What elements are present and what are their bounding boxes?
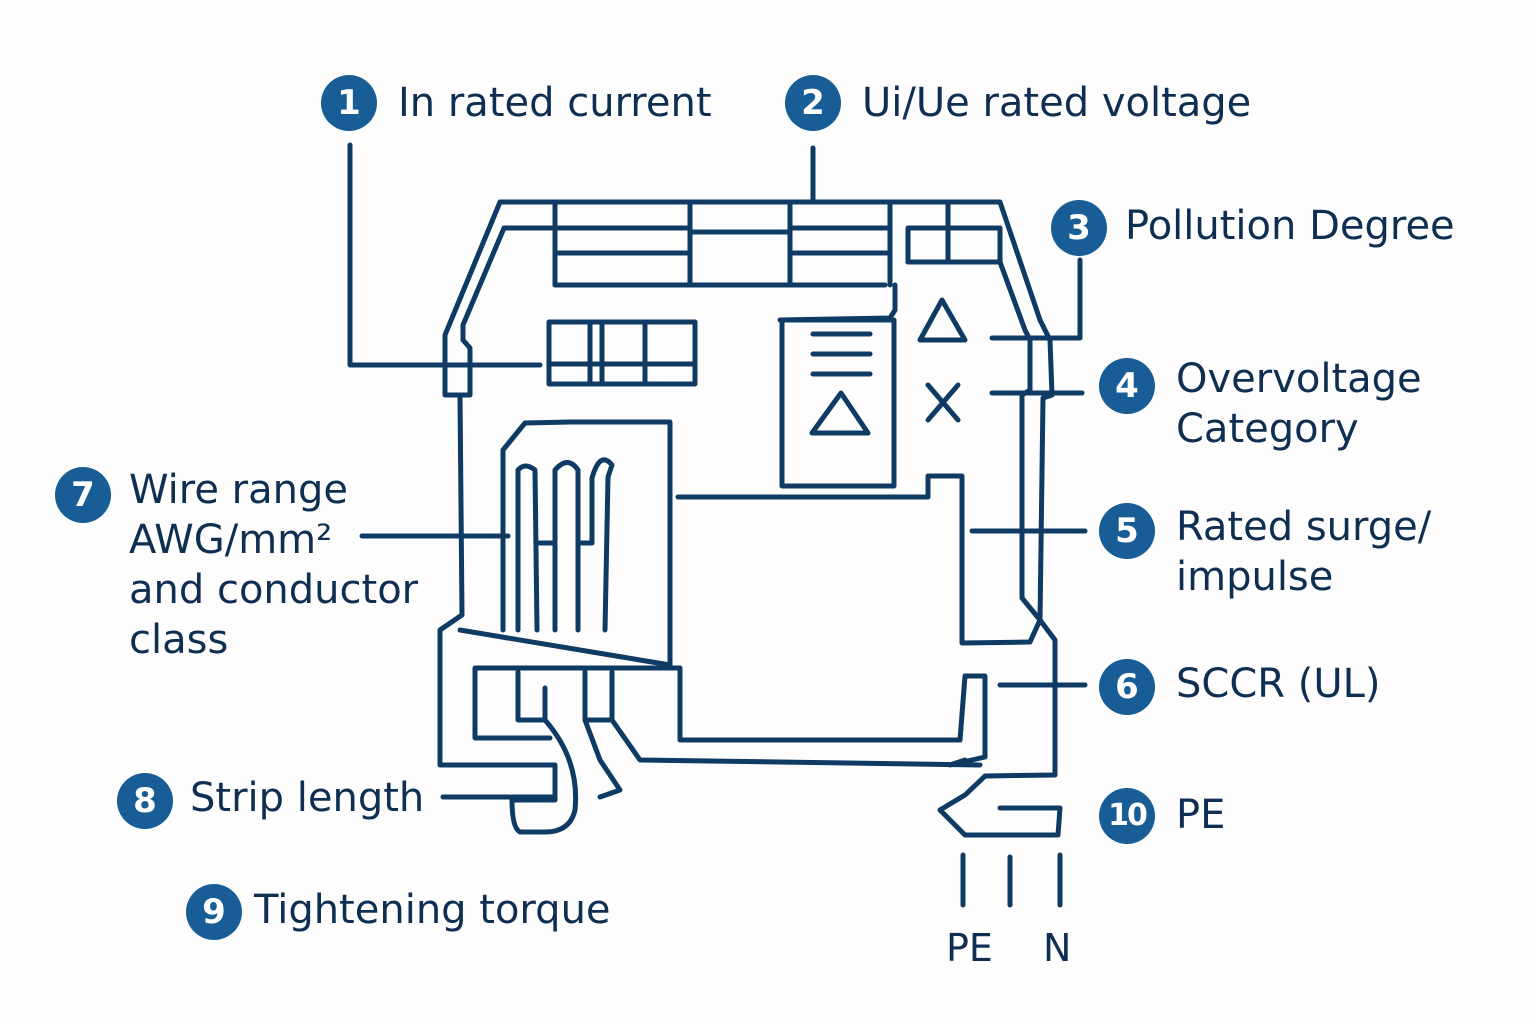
callout-label-rated-surge: Rated surge/ impulse — [1176, 504, 1432, 600]
leader-3 — [989, 257, 1083, 341]
callout-label-strip-length: Strip length — [190, 775, 425, 821]
clamp-body — [457, 419, 673, 668]
top-window-pd — [905, 199, 1003, 265]
housing-outline — [497, 199, 1063, 838]
callout-badge-4: 4 — [1099, 358, 1155, 414]
callout-label-wire-range: Wire range AWG/mm² and conductor class — [129, 467, 419, 663]
callout-badge-7: 7 — [55, 467, 111, 523]
triangle-symbol-pd — [917, 297, 968, 343]
triangle-symbol — [809, 390, 871, 436]
terminal-label-pe: PE — [946, 926, 993, 970]
x-symbol — [925, 382, 961, 423]
callout-badge-6: 6 — [1099, 659, 1155, 715]
callout-label-pe: PE — [1176, 792, 1226, 838]
screw-leg — [509, 669, 579, 835]
callout-badge-5: 5 — [1099, 503, 1155, 559]
callout-badge-10: 10 — [1099, 788, 1155, 844]
callout-label-sccr: SCCR (UL) — [1176, 661, 1381, 707]
callout-badge-2: 2 — [785, 75, 841, 131]
clamp-springs — [515, 457, 615, 633]
housing-inner-left — [457, 225, 558, 398]
rated-current-grid — [546, 319, 698, 387]
leader-1 — [347, 142, 543, 368]
callout-badge-1: 1 — [321, 75, 377, 131]
callout-label-rated-current: In rated current — [398, 80, 712, 126]
three-line-symbol — [810, 331, 873, 377]
callout-label-pollution-degree: Pollution Degree — [1125, 203, 1455, 249]
callout-badge-3: 3 — [1051, 200, 1107, 256]
callout-label-overvoltage-category: Overvoltage Category — [1176, 356, 1422, 452]
callout-label-tightening-torque: Tightening torque — [254, 887, 611, 933]
terminal-label-n: N — [1043, 926, 1072, 970]
callout-badge-8: 8 — [117, 773, 173, 829]
label-plate — [779, 317, 897, 489]
callout-label-rated-voltage: Ui/Ue rated voltage — [862, 80, 1252, 126]
top-window-1 — [552, 199, 898, 323]
lower-channel — [472, 665, 988, 768]
screw-leg-right — [582, 669, 983, 800]
housing-inner-right — [675, 259, 1043, 646]
callout-badge-9: 9 — [186, 884, 242, 940]
